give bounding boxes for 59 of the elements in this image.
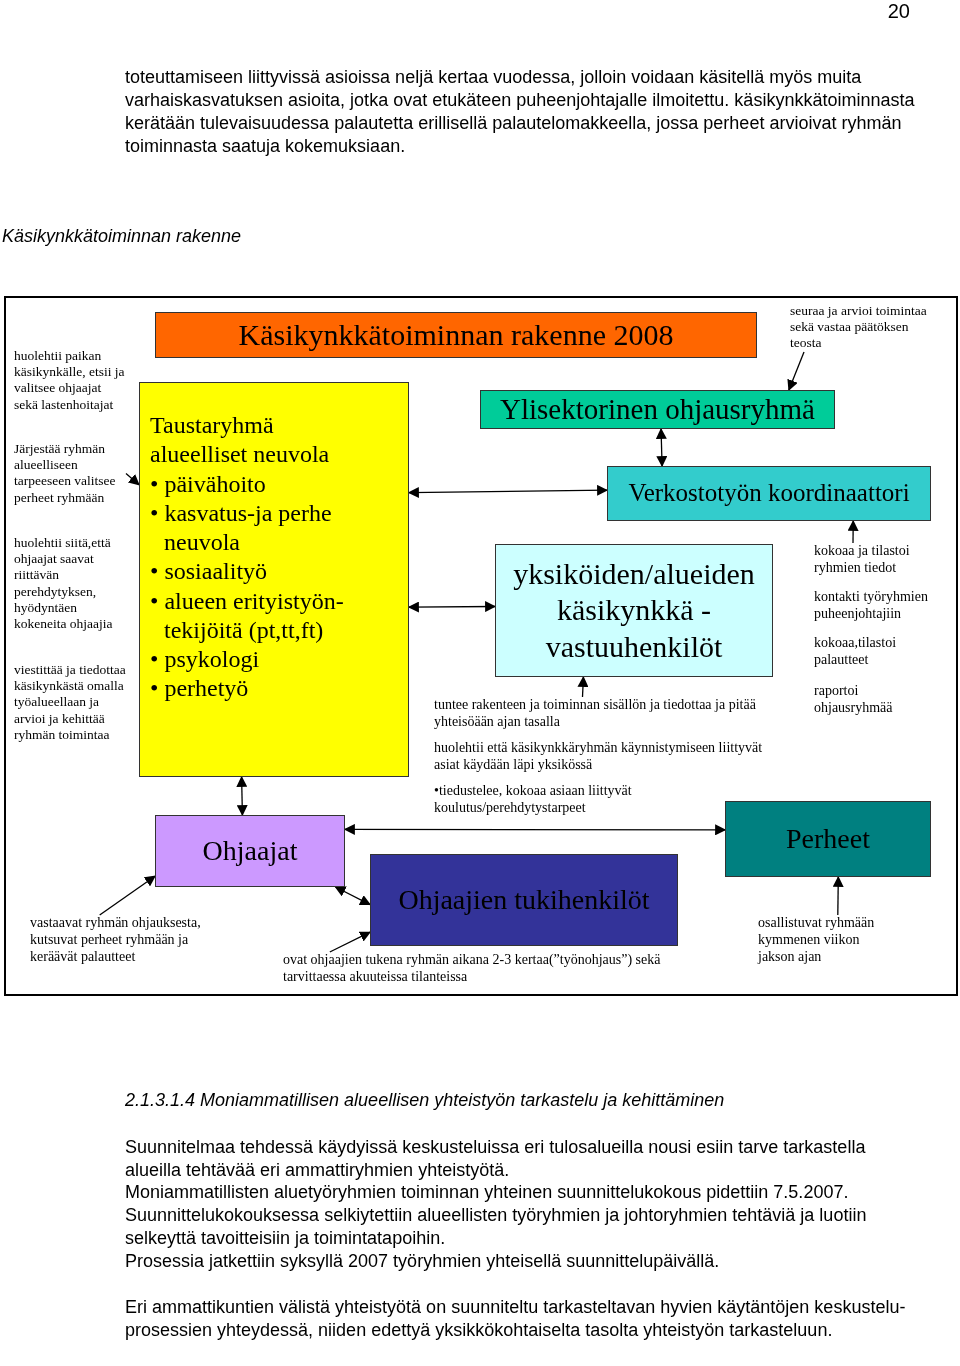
annotation-text: raportoi ohjausryhmää bbox=[814, 683, 894, 717]
annotation-text: ovat ohjaajien tukena ryhmän aikana 2-3 kertaa(”työnohjaus”) sekä tarvittaessa akuuteissa tilanteissa bbox=[283, 952, 673, 986]
page-number: 20 bbox=[886, 0, 910, 23]
annotation-text: Järjestää ryhmän alueelliseen tarpeeseen valitsee perheet ryhmään bbox=[14, 441, 126, 506]
annotation-text: kontakti työryhmien puheenjohtajiin bbox=[814, 589, 929, 623]
annotation-text: kokoaa,tilastoi palautteet bbox=[814, 635, 898, 669]
annotation-text: seuraa ja arvioi toimintaa sekä vastaa päätöksen teosta bbox=[790, 303, 930, 352]
arrow bbox=[577, 675, 589, 698]
role-box bbox=[607, 466, 931, 521]
annotation-text: kokoaa ja tilastoi ryhmien tiedot bbox=[814, 543, 944, 577]
role-box bbox=[155, 815, 345, 887]
list-item: • päivähoito bbox=[150, 469, 267, 499]
box-label: Verkostotyön koordinaattori bbox=[627, 478, 911, 509]
arrow bbox=[832, 875, 844, 916]
annotation-text: •tiedustelee, kokoaa asiaan liittyvät koulutus/perehdytystarpeet bbox=[434, 783, 633, 817]
double-arrow bbox=[407, 601, 497, 613]
annotation-text: huolehtii siitä,että ohjaajat saavat riittävän perehdytyksen, hyödyntäen kokeneita ohjaajia bbox=[14, 535, 114, 633]
group-box bbox=[480, 390, 835, 429]
figure-caption: Käsikynkkätoiminnan rakenne bbox=[2, 226, 242, 247]
group-box bbox=[139, 382, 409, 777]
double-arrow bbox=[407, 484, 609, 498]
arrow bbox=[787, 351, 805, 391]
annotation-text: huolehtii paikan käsikynkälle, etsii ja valitsee ohjaajat sekä lastenhoitajat bbox=[14, 348, 126, 413]
box-heading: Taustaryhmä bbox=[150, 411, 275, 440]
box-label: Perheet bbox=[785, 821, 871, 856]
role-box bbox=[495, 544, 773, 677]
box-label: Ohjaajat bbox=[201, 833, 299, 868]
role-box bbox=[725, 801, 931, 877]
list-item: • alueen erityistyön- tekijöitä (pt,tt,ft) bbox=[150, 586, 345, 645]
arrow bbox=[847, 519, 859, 544]
double-arrow bbox=[343, 823, 727, 836]
box-label: Ohjaajien tukihenkilöt bbox=[397, 882, 651, 917]
list-item: • kasvatus-ja perhe neuvola bbox=[150, 498, 333, 558]
annotation-text: viestittää ja tiedottaa käsikynkästä omalla työalueellaan ja arvioi ja kehittää ryhmän toimintaa bbox=[14, 662, 126, 743]
list-item: • psykologi bbox=[150, 645, 261, 675]
arrow bbox=[329, 931, 371, 953]
box-label: yksiköiden/alueiden käsikynkkä - vastuuhenkilöt bbox=[512, 555, 756, 665]
arrow bbox=[99, 875, 156, 916]
double-arrow bbox=[236, 775, 248, 817]
paragraph: Moniammatillisten aluetyöryhmien toiminnan yhteinen suunnittelukokous pidettiin 7.5.2007. Suunnittelukokouksessa selkiytettiin alueellisten työryhmien ja johtoryhmien tehtäviä ja luotiin selkeyttä tavoitteisiin ja toimintatapoihin. bbox=[125, 1181, 868, 1250]
paragraph: Suunnitelmaa tehdessä käydyissä keskusteluissa eri tulosalueilla nousi esiin tarve tarkastella alueilla tehtävää eri ammattiryhmien yhteistyötä. bbox=[125, 1136, 867, 1182]
list-item: • sosiaalityö bbox=[150, 557, 269, 587]
double-arrow bbox=[334, 886, 371, 906]
box-label: Ylisektorinen ohjausryhmä bbox=[499, 391, 816, 427]
list-item: • perhetyö bbox=[150, 674, 250, 704]
paragraph: Eri ammattikuntien välistä yhteistyötä on suunniteltu tarkasteltavan hyvien käytäntöjen keskustelu-prosessien yhteydessä, niiden edettyä yksikkökohtaiselta tasolta yhteistyön tarkasteluun. bbox=[125, 1296, 907, 1342]
section-heading: 2.1.3.1.4 Moniammatillisen alueellisen yhteistyön tarkastelu ja kehittäminen bbox=[125, 1089, 726, 1112]
paragraph: Prosessia jatkettiin syksyllä 2007 työryhmien yhteisellä suunnittelupäivällä. bbox=[125, 1250, 721, 1273]
annotation-text: huolehtii että käsikynkkäryhmän käynnistymiseen liittyvät asiat käydään läpi yksikössä bbox=[434, 740, 764, 774]
paragraph: toteuttamiseen liittyvissä asioissa neljä kertaa vuodessa, jolloin voidaan käsitellä myös muita varhaiskasvatuksen asioita, jotka ovat etukäteen puheenjohtajalle ilmoitettu. käsikynkkätoiminnasta kerätään tulevaisuudessa palautetta erillisellä palautelomakkeella, jossa perheet arvioivat ryhmän toiminnasta saatuja kokemuksiaan. bbox=[125, 66, 915, 158]
double-arrow bbox=[655, 427, 668, 468]
annotation-text: tuntee rakenteen ja toiminnan sisällön ja tiedottaa ja pitää yhteisöään ajan tasalla bbox=[434, 697, 764, 731]
title-banner bbox=[155, 312, 757, 358]
arrow bbox=[125, 472, 140, 486]
box-heading: alueelliset neuvola bbox=[150, 440, 331, 470]
annotation-text: osallistuvat ryhmään kymmenen viikon jakson ajan bbox=[758, 915, 898, 966]
annotation-text: vastaavat ryhmän ohjauksesta, kutsuvat perheet ryhmään ja keräävät palautteet bbox=[30, 915, 235, 966]
role-box bbox=[370, 854, 678, 946]
box-label: Käsikynkkätoiminnan rakenne 2008 bbox=[237, 316, 675, 353]
